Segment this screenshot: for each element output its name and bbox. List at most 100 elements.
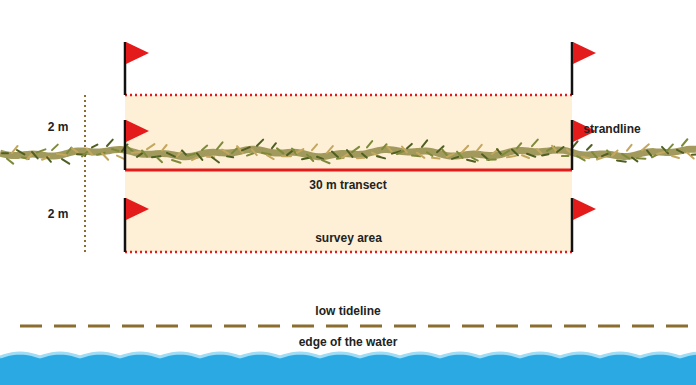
seaweed-strand [262,153,271,155]
area-label: survey area [315,231,382,245]
seaweed-strand [607,150,611,155]
seaweed-strand [187,154,195,156]
transect-line [125,169,572,172]
seaweed-strand [502,151,509,155]
seaweed-strand [402,147,407,153]
seaweed-strand [387,146,392,151]
seaweed-strand [587,145,592,150]
seaweed-strand [92,145,97,148]
seaweed-strand [217,142,223,149]
seaweed-strand [522,155,529,158]
seaweed-strand [172,160,181,163]
seaweed-strand [297,149,303,153]
seaweed-strand [197,153,202,160]
seaweed-strand [27,154,32,159]
seaweed-strand [127,146,134,152]
seaweed-strand [537,149,542,154]
flag [126,198,149,220]
seaweed-strand [72,148,78,152]
survey-boundary [125,251,572,254]
flag-pole [571,120,574,170]
seaweed-strand [622,154,629,159]
seaweed-strand [427,152,432,156]
seaweed-strand [617,160,626,161]
flag-pole [571,198,574,252]
seaweed-strand [637,157,645,160]
survey-boundary [125,94,572,97]
seaweed-strand [612,151,618,156]
seaweed-strand [117,156,123,159]
seaweed-strand [162,145,167,151]
seaweed-strand [692,153,696,156]
seaweed-strand [592,152,598,158]
seaweed-strand [322,160,330,163]
seaweed-strand [317,157,323,159]
flag-pole [571,42,574,95]
seaweed-strand [112,149,119,151]
seaweed-strand [132,151,140,154]
seaweed-strand [292,149,296,154]
seaweed-strand [67,148,71,153]
seaweed-strand [477,145,482,151]
seaweed-strand [422,140,427,147]
seaweed-strand [252,150,257,155]
seaweed-strand [232,148,238,154]
seaweed-strand [517,143,521,148]
seaweed-strand [332,151,338,157]
seaweed-strand [382,144,387,149]
seaweed-strand [542,154,548,155]
seaweed-strand [102,153,108,160]
seaweed-strand [272,143,276,148]
flag [573,198,596,220]
flag-pole [124,120,127,170]
seaweed-strand [47,157,51,162]
seaweed-strand [472,158,478,161]
seaweed-strand [497,149,501,154]
seaweed-strand [82,151,89,157]
seaweed-strand [37,149,45,152]
seaweed-strand [347,150,352,157]
seaweed-strand [57,154,66,155]
seaweed-strand [137,153,142,156]
flag-pole [124,42,127,95]
transect-label: 30 m transect [309,178,386,192]
seaweed-strand [182,151,186,155]
seaweed-strand [147,144,154,149]
seaweed-strand [257,140,263,146]
seaweed-strand [527,154,535,157]
seaweed-strand [247,153,253,155]
flag [126,120,149,142]
seaweed-strand [17,150,24,154]
water-wave [0,353,696,357]
seaweed-strand [452,157,458,159]
seaweed-strand [352,147,359,152]
seaweed-strand [227,155,233,158]
seaweed-strand [2,152,8,154]
seaweed-strand [512,149,518,155]
seaweed-strand [167,153,175,157]
seaweed-strand [357,157,365,159]
seaweed-strand [407,144,412,148]
seaweed-strand [442,149,448,156]
seaweed-strand [342,154,348,158]
flag [126,42,149,64]
seaweed-strand [312,144,317,150]
seaweed-strand [682,139,687,146]
seaweed-strand [307,155,313,161]
dimension-label: 2 m [48,120,69,134]
tideline-label: low tideline [315,304,380,318]
seaweed-strand [657,152,664,154]
seaweed-strand [242,147,250,150]
survey-area: survey area [125,95,572,252]
water [0,353,696,385]
seaweed-strand [277,148,283,153]
strandline-seaweed [0,139,696,163]
seaweed-strand [642,144,649,150]
seaweed-strand [462,146,468,153]
seaweed-strand [582,157,589,159]
seaweed-strand [107,140,113,146]
seaweed-strand [677,150,683,153]
seaweed-strand [62,159,69,164]
seaweed-strand [157,158,162,163]
